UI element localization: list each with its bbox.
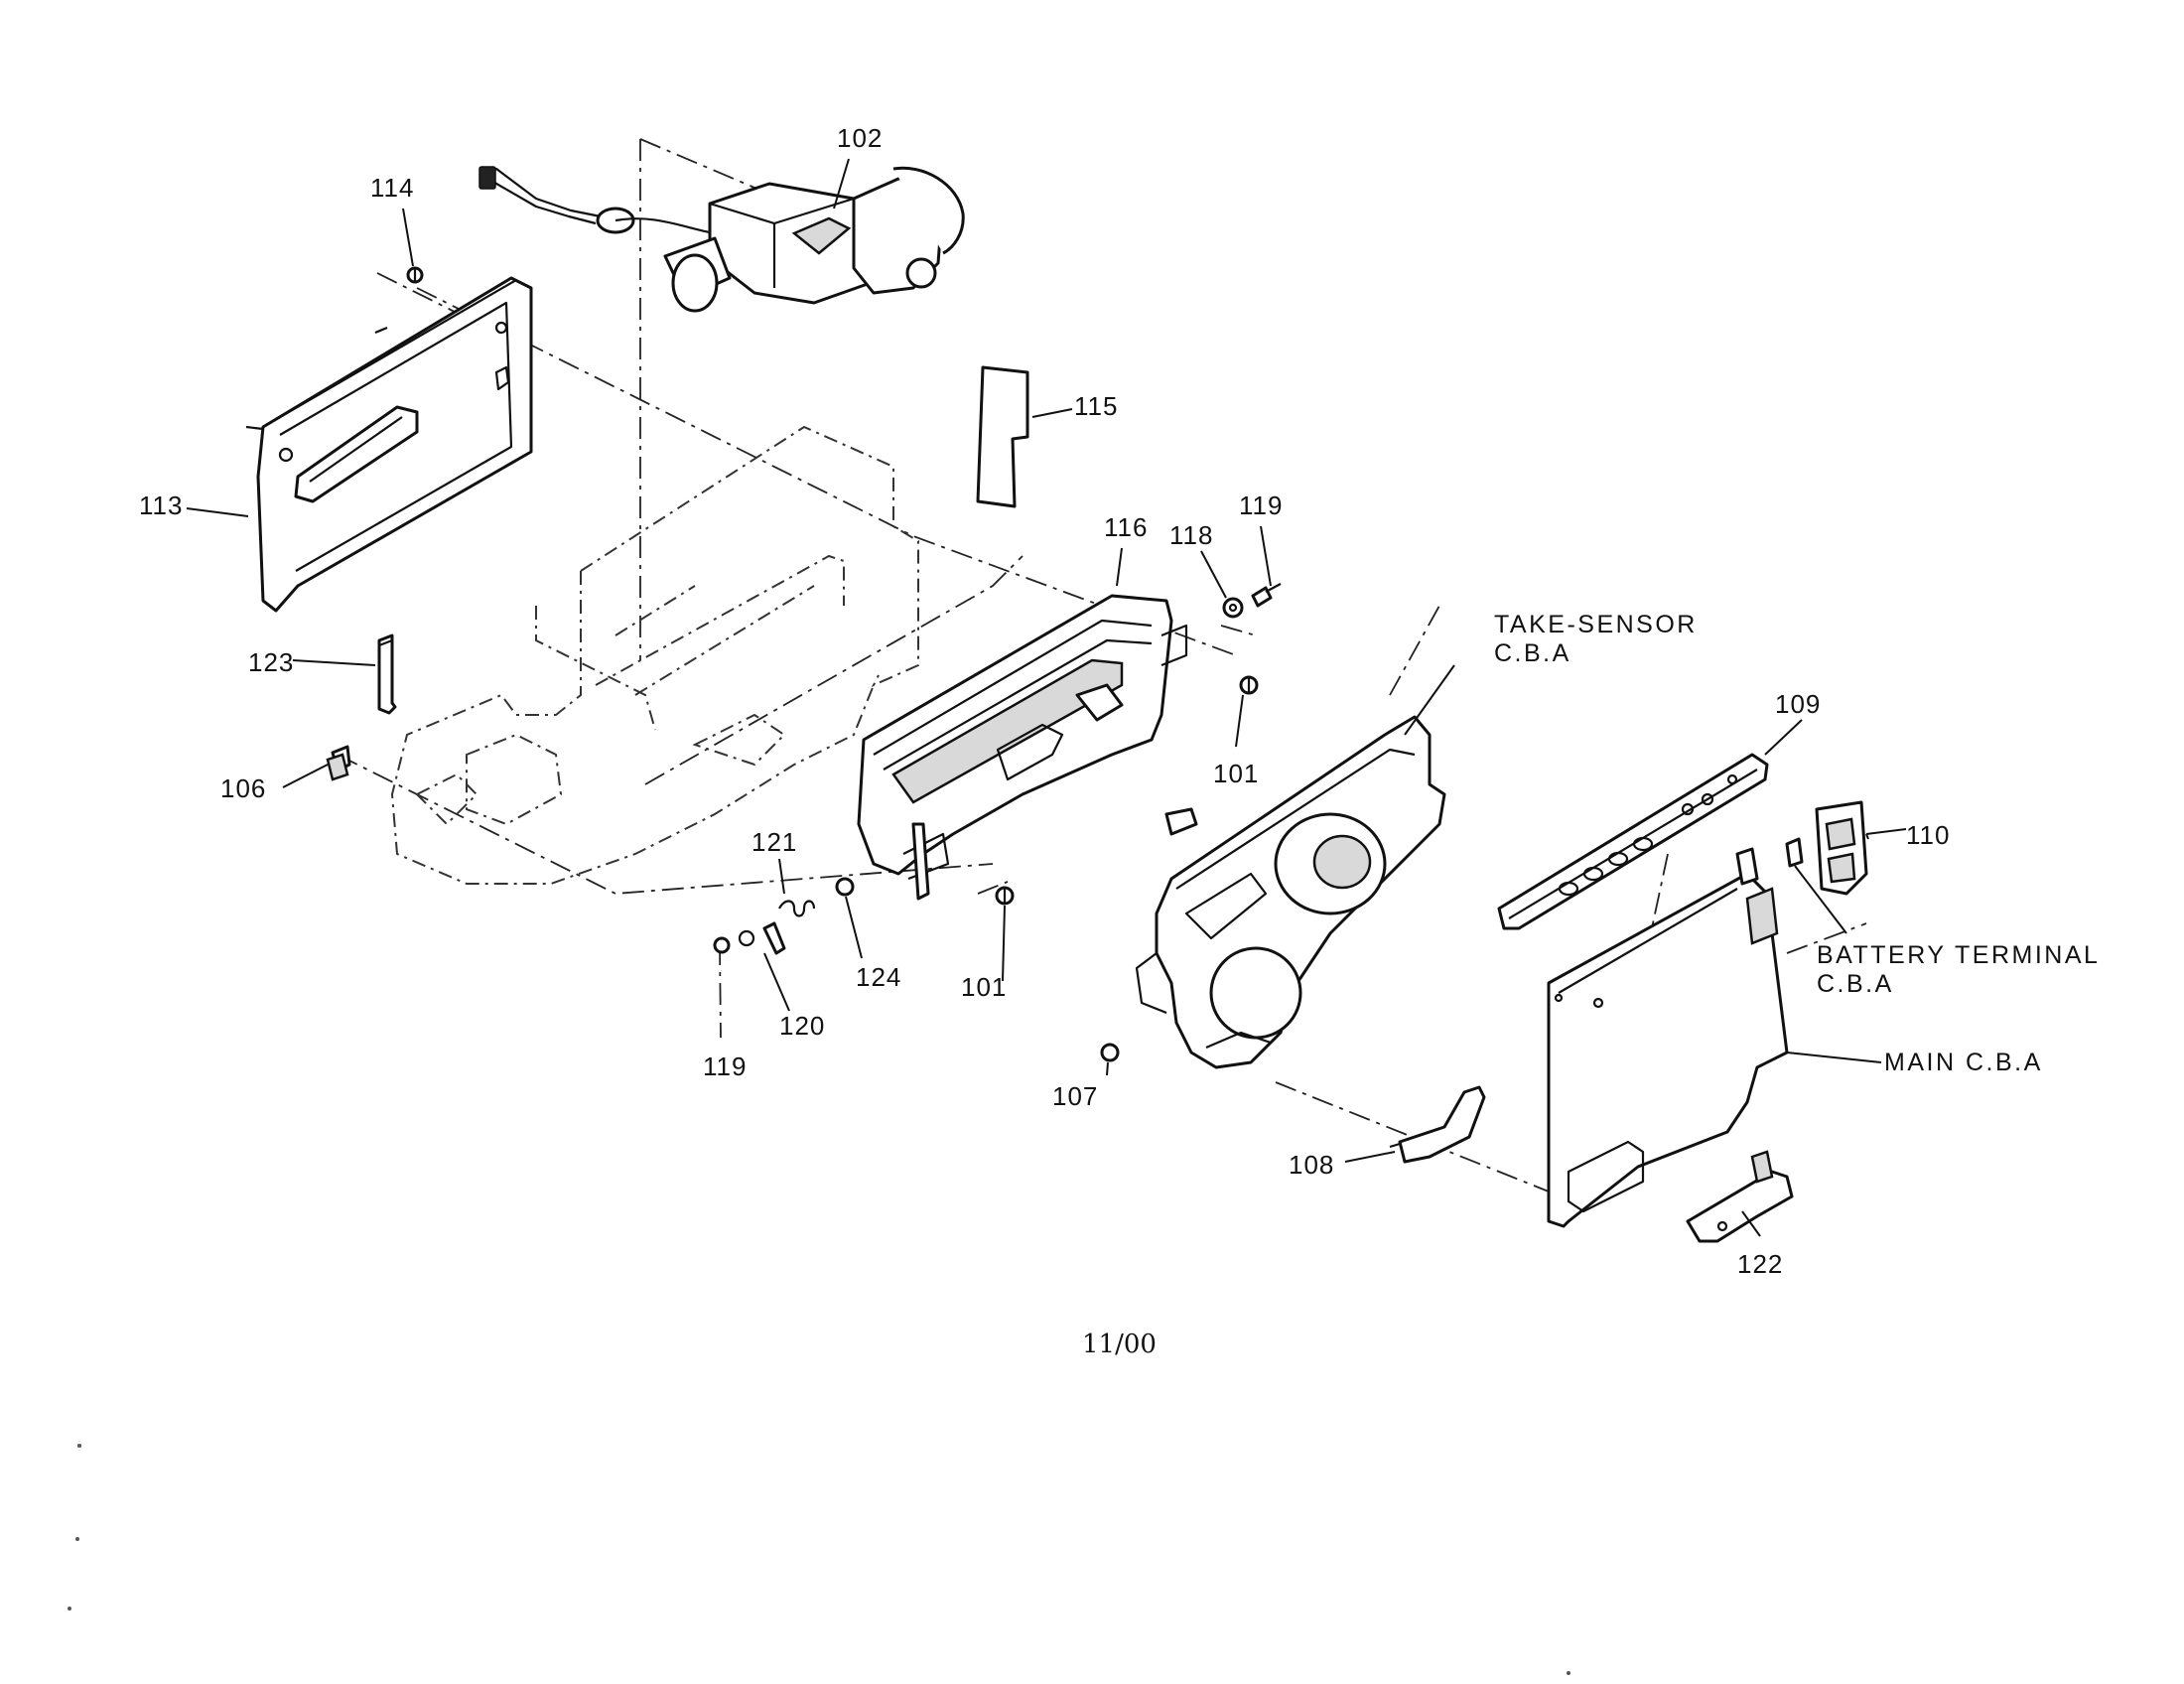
scan-specks bbox=[68, 1444, 1570, 1675]
part-121-spring bbox=[778, 900, 816, 917]
leader-lines bbox=[186, 158, 1907, 1237]
take-sensor-label-line2: C.B.A bbox=[1494, 639, 1571, 667]
callout-109: 109 bbox=[1775, 689, 1821, 719]
battery-terminal-label-line2: C.B.A bbox=[1817, 970, 1894, 998]
callout-labels: 102 114 115 113 116 118 119 123 101 106 … bbox=[139, 123, 1950, 1279]
part-109-board bbox=[1497, 753, 1769, 930]
part-106-clip bbox=[326, 745, 351, 781]
part-116-deck-frame bbox=[857, 594, 1188, 901]
callout-115: 115 bbox=[1074, 391, 1118, 421]
part-101-screw-upper bbox=[1239, 675, 1259, 695]
part-108-bracket bbox=[1389, 1085, 1486, 1164]
part-120-lever bbox=[738, 921, 786, 955]
footer-page-code: 11/00 bbox=[1082, 1330, 1157, 1359]
battery-terminal-label-line1: BATTERY TERMINAL bbox=[1817, 941, 2100, 969]
main-chassis-outline bbox=[390, 425, 919, 885]
callout-120: 120 bbox=[779, 1011, 825, 1041]
part-119-screw-lower bbox=[713, 936, 731, 954]
callout-123: 123 bbox=[248, 647, 294, 677]
part-118-washer bbox=[1222, 597, 1244, 619]
part-114-screw bbox=[406, 266, 424, 284]
part-110-battery-terminal bbox=[1785, 800, 1868, 896]
callout-108: 108 bbox=[1289, 1150, 1334, 1180]
part-119-screw-upper bbox=[1251, 583, 1282, 608]
callout-101-upper: 101 bbox=[1213, 759, 1259, 788]
main-cba-board bbox=[1547, 847, 1789, 1228]
callout-113: 113 bbox=[139, 491, 183, 520]
callout-101-lower: 101 bbox=[961, 972, 1007, 1002]
callout-110: 110 bbox=[1906, 820, 1950, 850]
take-sensor-label-line1: TAKE-SENSOR bbox=[1494, 611, 1698, 638]
part-123-bracket bbox=[377, 633, 397, 715]
part-102-head-assembly bbox=[478, 166, 965, 313]
part-101-screw-lower bbox=[995, 886, 1015, 906]
callout-118: 118 bbox=[1169, 520, 1213, 550]
part-124-screw bbox=[835, 877, 855, 897]
callout-114: 114 bbox=[370, 173, 414, 203]
callout-106: 106 bbox=[220, 773, 266, 803]
callout-122: 122 bbox=[1737, 1249, 1783, 1279]
callout-121: 121 bbox=[751, 827, 797, 857]
callout-102: 102 bbox=[837, 123, 883, 153]
callout-116: 116 bbox=[1104, 512, 1148, 542]
callout-119-upper: 119 bbox=[1239, 491, 1283, 520]
callout-119-lower: 119 bbox=[703, 1052, 747, 1081]
part-107-screw bbox=[1100, 1043, 1120, 1062]
part-115-sheet bbox=[976, 365, 1029, 508]
callout-124: 124 bbox=[856, 962, 901, 992]
callout-107: 107 bbox=[1052, 1081, 1098, 1111]
part-122-slide bbox=[1686, 1150, 1794, 1243]
take-sensor-frame bbox=[1135, 715, 1446, 1069]
part-113-side-cover bbox=[245, 276, 533, 613]
assembly-labels: TAKE-SENSOR C.B.A BATTERY TERMINAL C.B.A… bbox=[1494, 611, 2100, 1076]
main-cba-label: MAIN C.B.A bbox=[1884, 1049, 2043, 1076]
